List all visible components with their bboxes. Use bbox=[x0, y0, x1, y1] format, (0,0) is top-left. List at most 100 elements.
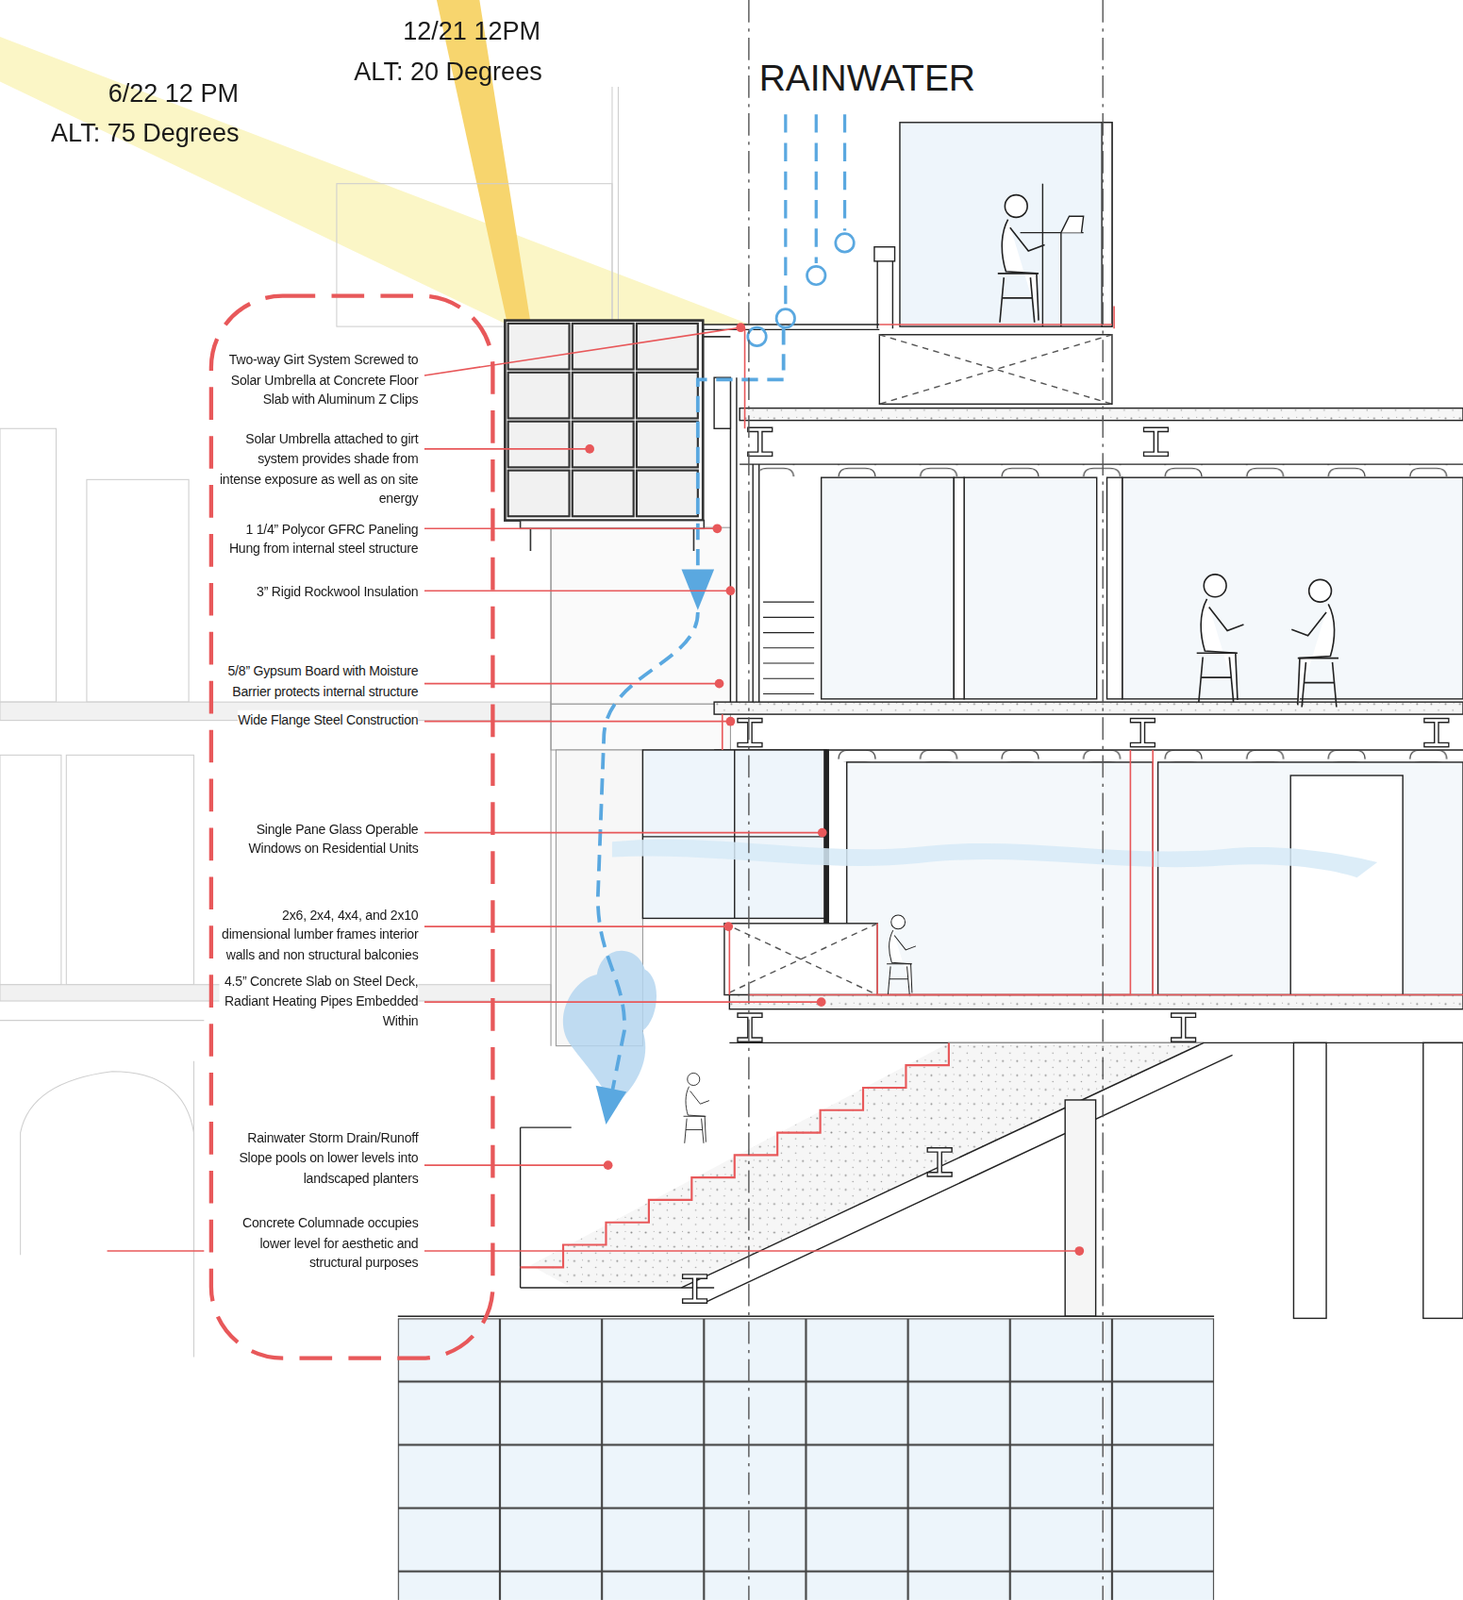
person-figure bbox=[683, 1072, 710, 1143]
finish-line bbox=[748, 994, 1463, 997]
leader-dot bbox=[816, 997, 827, 1007]
wide-flange-beam bbox=[1424, 717, 1449, 747]
sun-angle-label: ALT: 20 Degrees bbox=[351, 57, 545, 87]
ghost-building bbox=[193, 1061, 195, 1358]
leader-line bbox=[424, 327, 741, 376]
finish-line bbox=[520, 305, 1463, 1267]
leader-dot bbox=[735, 322, 746, 333]
air-flow bbox=[612, 839, 1378, 878]
callout-label: 4.5” Concrete Slab on Steel Deck, Radian… bbox=[219, 971, 419, 1031]
leader-dot bbox=[726, 716, 736, 727]
leader-line bbox=[424, 527, 717, 530]
structure bbox=[1042, 183, 1044, 327]
structure bbox=[724, 923, 878, 996]
structure bbox=[754, 749, 1463, 763]
structure bbox=[964, 477, 1098, 699]
callout-panel: Two-way Girt System Screwed to Solar Umb… bbox=[209, 293, 496, 1360]
ghost-building bbox=[0, 428, 56, 702]
structure bbox=[879, 334, 1113, 405]
callout-label: Wide Flange Steel Construction bbox=[237, 710, 418, 731]
ghost-building bbox=[0, 1019, 204, 1021]
sun-angle-label: ALT: 75 Degrees bbox=[49, 117, 242, 148]
structure bbox=[1122, 477, 1463, 699]
rainwater-path bbox=[776, 309, 795, 328]
leader-line bbox=[424, 589, 731, 592]
leader-dot bbox=[723, 921, 733, 931]
leader-dot bbox=[714, 679, 725, 689]
structure bbox=[760, 464, 1463, 477]
structure bbox=[879, 334, 1113, 405]
rainwater-path bbox=[807, 266, 826, 284]
callout-label: 2x6, 2x4, 4x4, and 2x10 dimensional lumb… bbox=[219, 904, 419, 965]
leader-dot bbox=[584, 322, 1084, 1256]
structure bbox=[824, 749, 829, 924]
structure bbox=[642, 835, 827, 837]
structure bbox=[519, 1127, 521, 1288]
rainwater-path bbox=[598, 328, 784, 1092]
rainwater-path bbox=[563, 950, 657, 1108]
solar-umbrella bbox=[508, 323, 570, 370]
sun-angle-label: 6/22 12 PM bbox=[105, 78, 241, 108]
rainwater-path bbox=[681, 569, 715, 611]
structure bbox=[714, 377, 731, 429]
flow-title: RAINWATER bbox=[757, 57, 979, 100]
solar-umbrella bbox=[508, 372, 570, 419]
solar-umbrella bbox=[520, 520, 705, 530]
callout-label: Two-way Girt System Screwed to Solar Umb… bbox=[219, 349, 419, 410]
structure bbox=[733, 749, 735, 918]
leader-dot bbox=[584, 444, 595, 454]
structure bbox=[1061, 216, 1084, 233]
leader-dot bbox=[603, 1160, 614, 1170]
structure bbox=[758, 464, 760, 704]
structure bbox=[1060, 232, 1062, 328]
leader-line bbox=[424, 682, 720, 685]
callout-label: 1 1/4” Polycor GFRC Paneling Hung from i… bbox=[219, 518, 419, 559]
structure bbox=[1107, 477, 1123, 699]
structure bbox=[847, 762, 1153, 996]
wide-flange-beam bbox=[682, 1274, 708, 1303]
structure bbox=[398, 1317, 1214, 1600]
leader-line bbox=[424, 1163, 609, 1166]
structure bbox=[739, 408, 1463, 421]
leader-line bbox=[424, 1000, 822, 1003]
callout-label: Solar Umbrella attached to girt system p… bbox=[219, 429, 419, 509]
solar-umbrella bbox=[530, 336, 731, 551]
ghost-building bbox=[86, 479, 189, 702]
solar-umbrella bbox=[504, 320, 703, 521]
solar-umbrella bbox=[636, 323, 699, 370]
leader-line bbox=[424, 720, 731, 723]
structure bbox=[520, 1126, 572, 1128]
leader-dot bbox=[726, 585, 736, 596]
person-figure bbox=[997, 195, 1046, 323]
ghost-building bbox=[0, 754, 62, 984]
solar-umbrella bbox=[572, 323, 634, 370]
leader-line bbox=[424, 831, 823, 834]
finish-line bbox=[520, 1042, 949, 1267]
solar-umbrella bbox=[636, 372, 699, 419]
ghost-building bbox=[611, 86, 613, 327]
sun-ray bbox=[0, 0, 750, 325]
person-figure bbox=[683, 195, 1339, 1144]
callout-label: Rainwater Storm Drain/Runoff Slope pools… bbox=[219, 1128, 419, 1188]
structure bbox=[705, 1054, 1232, 1302]
person-figure bbox=[1197, 574, 1245, 702]
structure bbox=[1293, 1042, 1327, 1318]
structure bbox=[752, 464, 754, 704]
air-flow bbox=[612, 839, 1378, 878]
rainwater-path bbox=[563, 114, 854, 1125]
rainwater-path bbox=[596, 1085, 627, 1125]
person-figure bbox=[886, 914, 916, 995]
structure bbox=[1423, 1042, 1463, 1318]
structure bbox=[735, 377, 737, 704]
callout-label: 5/8” Gypsum Board with Moisture Barrier … bbox=[219, 661, 419, 701]
leader-line bbox=[424, 925, 729, 928]
structure bbox=[398, 122, 1463, 1600]
rainwater-path bbox=[785, 114, 846, 306]
wide-flange-beam bbox=[737, 717, 763, 747]
solar-umbrella bbox=[508, 421, 570, 468]
dashed-outline bbox=[211, 296, 494, 1359]
structure bbox=[714, 701, 1463, 715]
solar-umbrella bbox=[636, 470, 699, 517]
